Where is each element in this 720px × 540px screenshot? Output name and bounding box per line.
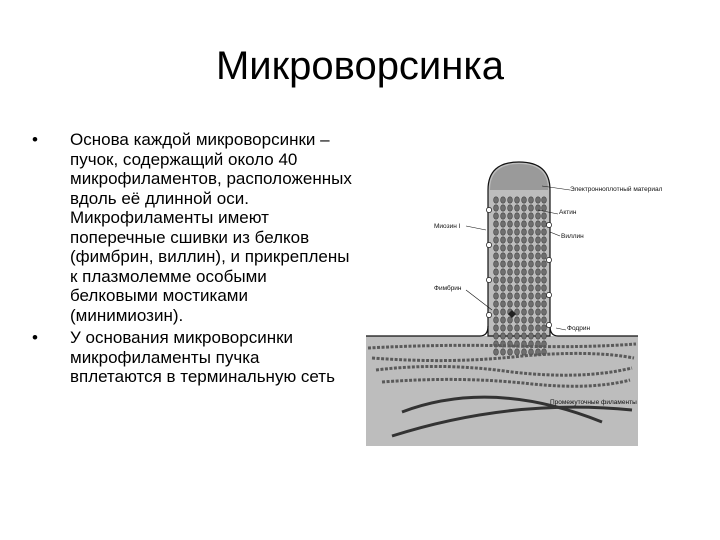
bullet-list: • Основа каждой микроворсинки – пучок, с… [32,130,352,390]
microvillus-diagram: Электронноплотный материал Актин Миозин … [362,150,662,450]
actin-bundle [493,196,547,356]
bullet-item: • У основания микроворсинки микрофиламен… [32,328,352,387]
slide-title: Микроворсинка [215,44,504,88]
label-myosin: Миозин I [434,223,461,230]
bullet-text: Основа каждой микроворсинки – пучок, сод… [70,130,352,325]
plasma-membrane-left [366,325,489,337]
label-fimbrin: Фимбрин [434,284,462,292]
label-leaders [465,185,571,331]
plasma-membrane-right [549,325,638,337]
label-actin: Актин [559,209,577,216]
label-intermediate: Промежуточные филаменты [550,399,637,406]
fimbrin-marker [508,310,516,318]
label-fodrin: Фодрин [567,325,590,332]
terminal-web-filaments [367,342,637,388]
label-villin: Виллин [561,233,584,240]
bullet-text: У основания микроворсинки микрофиламенты… [70,328,335,386]
bullet-marker: • [32,130,38,149]
dense-cap [490,164,548,190]
bullet-item: • Основа каждой микроворсинки – пучок, с… [32,130,352,325]
intermediate-filaments [391,395,633,438]
microvillus-svg: Электронноплотный материал Актин Миозин … [366,161,662,446]
label-dense-material: Электронноплотный материал [570,185,662,193]
myosin-bridges [486,207,552,328]
bullet-marker: • [32,328,38,347]
